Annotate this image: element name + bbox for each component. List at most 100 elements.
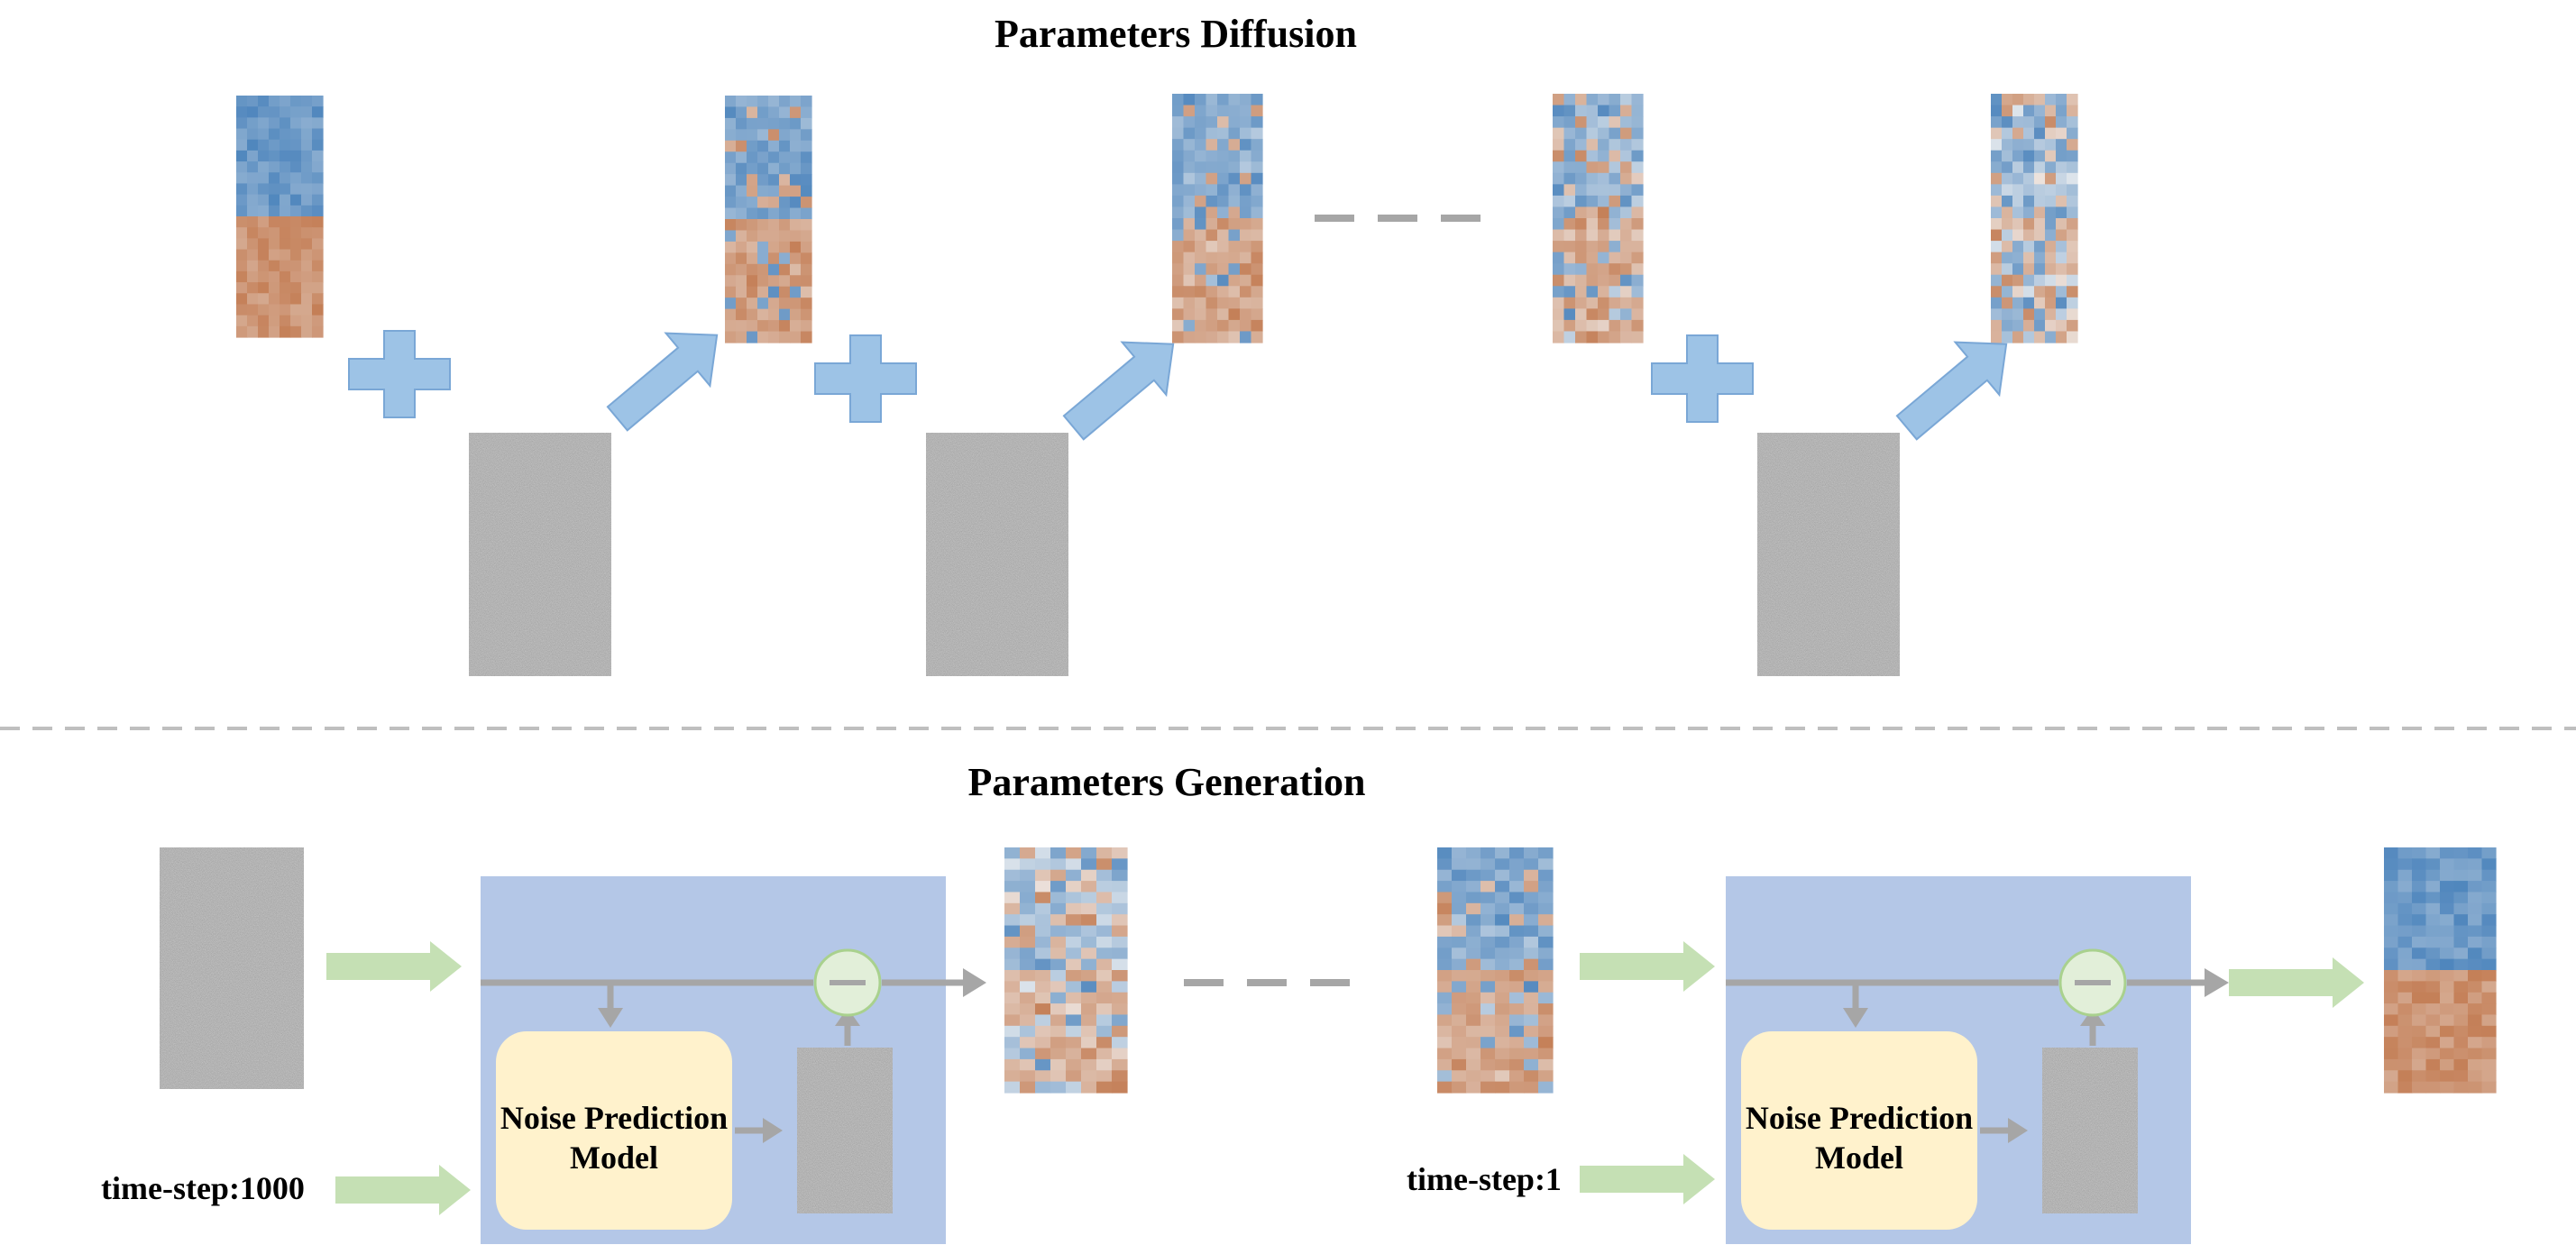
matrix-cell: [2067, 161, 2078, 174]
matrix-cell: [2481, 1037, 2497, 1049]
plus-icon: [814, 334, 917, 423]
matrix-cell: [2034, 229, 2046, 242]
matrix-cell: [1437, 1003, 1453, 1016]
matrix-cell: [1466, 1025, 1481, 1038]
matrix-cell: [2023, 263, 2035, 276]
matrix-cell: [747, 308, 758, 321]
matrix-cell: [1096, 970, 1113, 982]
matrix-cell: [2481, 936, 2497, 948]
matrix-cell: [2468, 925, 2483, 938]
matrix-cell: [1991, 319, 2003, 333]
matrix-cell: [301, 238, 313, 251]
matrix-cell: [1620, 331, 1633, 343]
matrix-cell: [1050, 1003, 1067, 1016]
matrix-cell: [1575, 105, 1588, 117]
matrix-cell: [1066, 936, 1082, 948]
arrow-head: [2008, 1118, 2028, 1143]
matrix-cell: [1251, 150, 1263, 162]
matrix-cell: [779, 197, 791, 209]
matrix-cell: [1066, 1014, 1082, 1027]
matrix-cell: [1205, 252, 1218, 264]
matrix-cell: [1228, 308, 1241, 321]
matrix-cell: [2067, 172, 2078, 185]
matrix-cell: [747, 197, 758, 209]
matrix-cell: [2034, 172, 2046, 185]
matrix-cell: [736, 174, 747, 187]
matrix-cell: [1620, 161, 1633, 174]
matrix-cell: [2397, 981, 2413, 993]
matrix-cell: [1524, 914, 1539, 927]
matrix-cell: [1066, 869, 1082, 882]
matrix-cell: [1081, 1037, 1097, 1049]
matrix-cell: [280, 106, 291, 118]
matrix-cell: [1183, 263, 1196, 276]
matrix-cell: [790, 286, 802, 298]
matrix-cell: [2440, 936, 2455, 948]
matrix-cell: [1251, 94, 1263, 106]
matrix-cell: [1631, 139, 1644, 151]
matrix-cell: [1228, 286, 1241, 298]
matrix-cell: [301, 172, 313, 185]
matrix-cell: [2425, 1014, 2441, 1027]
matrix-cell: [736, 151, 747, 164]
matrix-cell: [1228, 150, 1241, 162]
matrix-cell: [1240, 139, 1252, 151]
matrix-cell: [2023, 331, 2035, 343]
matrix-cell: [1004, 914, 1021, 927]
matrix-cell: [2045, 150, 2057, 162]
matrix-cell: [768, 106, 780, 119]
matrix-cell: [269, 304, 280, 316]
matrix-cell: [1575, 274, 1588, 287]
matrix-cell: [2002, 127, 2013, 140]
matrix-cell: [779, 140, 791, 152]
matrix-cell: [2468, 1081, 2483, 1094]
matrix-cell: [2002, 241, 2013, 253]
matrix-cell: [790, 263, 802, 276]
matrix-cell: [736, 308, 747, 321]
diagonal-arrow-icon: [1895, 341, 2008, 441]
matrix-cell: [1481, 902, 1496, 915]
matrix-cell: [1524, 881, 1539, 893]
matrix-cell: [1609, 127, 1621, 140]
matrix-cell: [2481, 925, 2497, 938]
matrix-cell: [790, 129, 802, 142]
matrix-cell: [2468, 947, 2483, 960]
matrix-cell: [1020, 914, 1036, 927]
matrix-cell: [280, 238, 291, 251]
matrix-cell: [2023, 139, 2035, 151]
matrix-cell: [801, 162, 812, 175]
matrix-cell: [2023, 229, 2035, 242]
matrix-cell: [2468, 1070, 2483, 1083]
matrix-cell: [1020, 981, 1036, 993]
matrix-cell: [1240, 127, 1252, 140]
matrix-cell: [1563, 252, 1576, 264]
matrix-cell: [1112, 1003, 1128, 1016]
matrix-cell: [736, 241, 747, 253]
matrix-cell: [2012, 263, 2024, 276]
matrix-cell: [2045, 274, 2057, 287]
matrix-cell: [1050, 947, 1067, 960]
matrix-cell: [236, 96, 248, 107]
matrix-cell: [1495, 1037, 1510, 1049]
matrix-cell: [258, 216, 270, 228]
matrix-cell: [2002, 184, 2013, 197]
matrix-cell: [236, 205, 248, 217]
matrix-cell: [1050, 1081, 1067, 1094]
matrix-cell: [790, 117, 802, 130]
matrix-cell: [1481, 958, 1496, 971]
matrix-cell: [1509, 947, 1525, 960]
matrix-cell: [290, 128, 302, 141]
matrix-cell: [1553, 218, 1565, 231]
matrix-cell: [1112, 947, 1128, 960]
matrix-cell: [790, 230, 802, 243]
matrix-cell: [1172, 229, 1185, 242]
matrix-cell: [2481, 892, 2497, 904]
matrix-cell: [269, 106, 280, 118]
matrix-cell: [280, 270, 291, 283]
matrix-cell: [1251, 252, 1263, 264]
matrix-cell: [2481, 1014, 2497, 1027]
matrix-cell: [1452, 1014, 1467, 1027]
matrix-cell: [1066, 992, 1082, 1004]
matrix-cell: [1452, 1048, 1467, 1060]
matrix-cell: [1495, 925, 1510, 938]
